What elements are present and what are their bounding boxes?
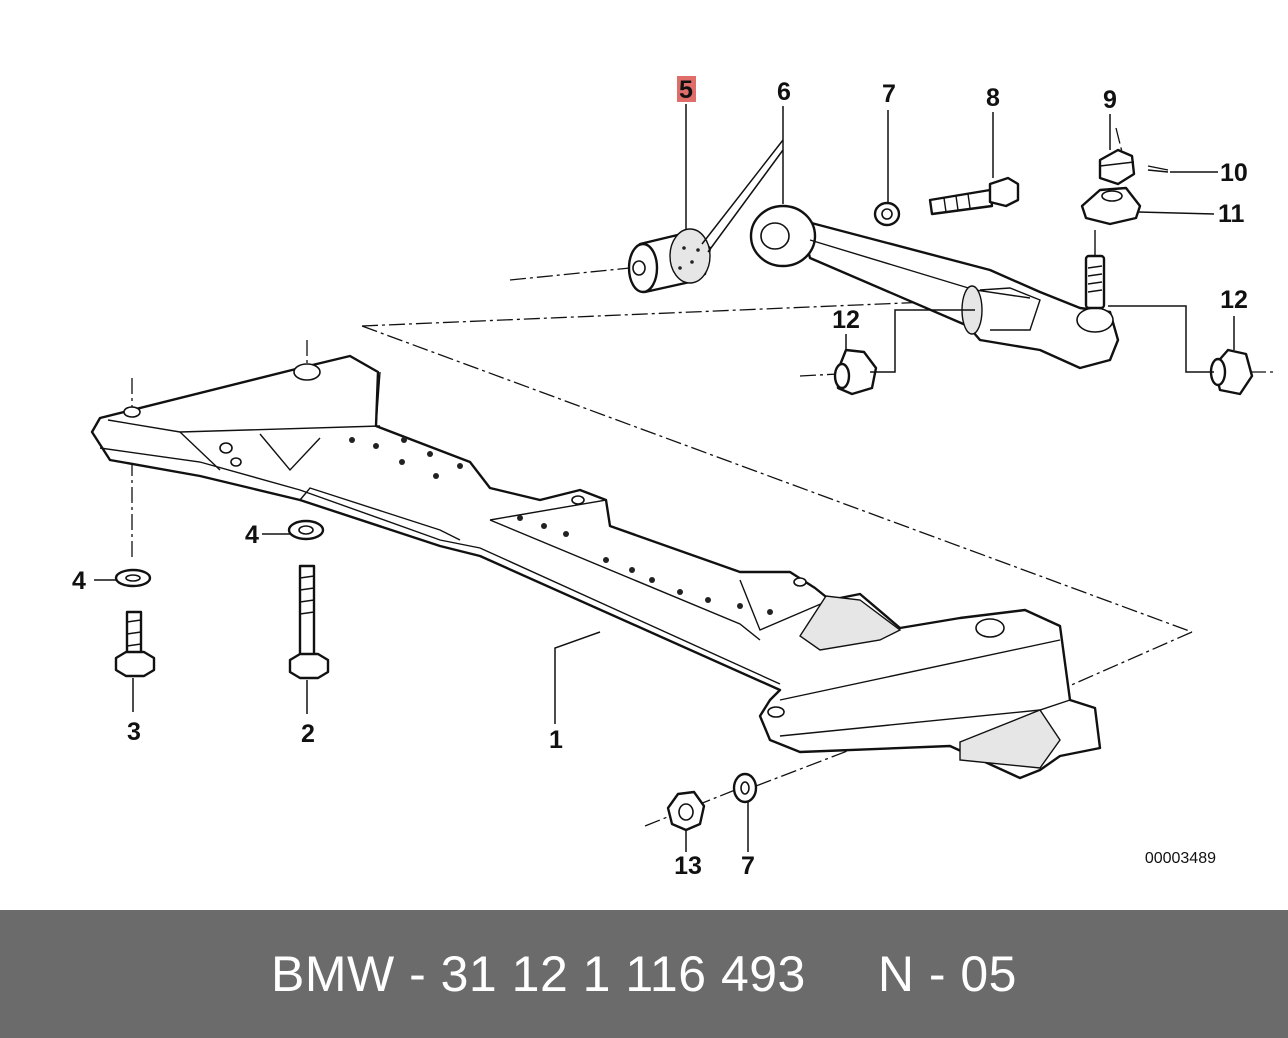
callout-7-lower: 7 bbox=[741, 852, 755, 880]
callout-9: 9 bbox=[1103, 86, 1117, 114]
control-arm bbox=[749, 204, 1120, 370]
washer-lower bbox=[732, 772, 758, 804]
callout-3: 3 bbox=[127, 718, 141, 746]
parts-diagram: 5 6 7 8 9 10 11 12 12 4 4 3 2 1 13 7 000… bbox=[72, 76, 1275, 880]
callout-10: 10 bbox=[1220, 159, 1248, 187]
long-bolt bbox=[288, 564, 330, 680]
cotter-pin bbox=[1147, 165, 1169, 173]
rubber-buffer-left bbox=[833, 348, 878, 396]
callout-11: 11 bbox=[1218, 200, 1245, 228]
callout-13: 13 bbox=[674, 852, 702, 880]
callout-2: 2 bbox=[301, 720, 315, 748]
washer-left bbox=[114, 568, 152, 588]
callout-8: 8 bbox=[986, 84, 1000, 112]
callout-4-left: 4 bbox=[72, 567, 86, 595]
callout-4-middle: 4 bbox=[245, 521, 259, 549]
washer-middle bbox=[287, 519, 325, 541]
part-number-banner: BMW - 31 12 1 116 493 N - 05 bbox=[0, 910, 1288, 1038]
callout-1: 1 bbox=[549, 726, 563, 754]
subframe-crossmember bbox=[90, 354, 1102, 780]
drawing-number: 00003489 bbox=[1145, 850, 1216, 867]
short-bolt bbox=[114, 610, 156, 678]
leader-lines bbox=[94, 104, 1235, 852]
washer-upper bbox=[873, 201, 901, 227]
callout-6: 6 bbox=[777, 78, 791, 106]
hex-nut bbox=[666, 790, 706, 832]
callout-12-right: 12 bbox=[1220, 286, 1248, 314]
highlight-box bbox=[677, 76, 696, 102]
part-number-text: BMW - 31 12 1 116 493 N - 05 bbox=[271, 946, 1017, 1002]
callout-7-upper: 7 bbox=[882, 80, 896, 108]
callout-5: 5 bbox=[679, 76, 693, 104]
bushing bbox=[627, 228, 712, 294]
subframe-holes bbox=[349, 437, 773, 615]
callout-12-left: 12 bbox=[832, 306, 860, 334]
dust-cover bbox=[1080, 186, 1142, 226]
rubber-buffer-right bbox=[1209, 348, 1254, 396]
callouts: 5 6 7 8 9 10 11 12 12 4 4 3 2 1 13 7 000… bbox=[72, 76, 1248, 880]
castle-nut bbox=[1098, 148, 1136, 186]
hex-bolt bbox=[928, 176, 1020, 216]
